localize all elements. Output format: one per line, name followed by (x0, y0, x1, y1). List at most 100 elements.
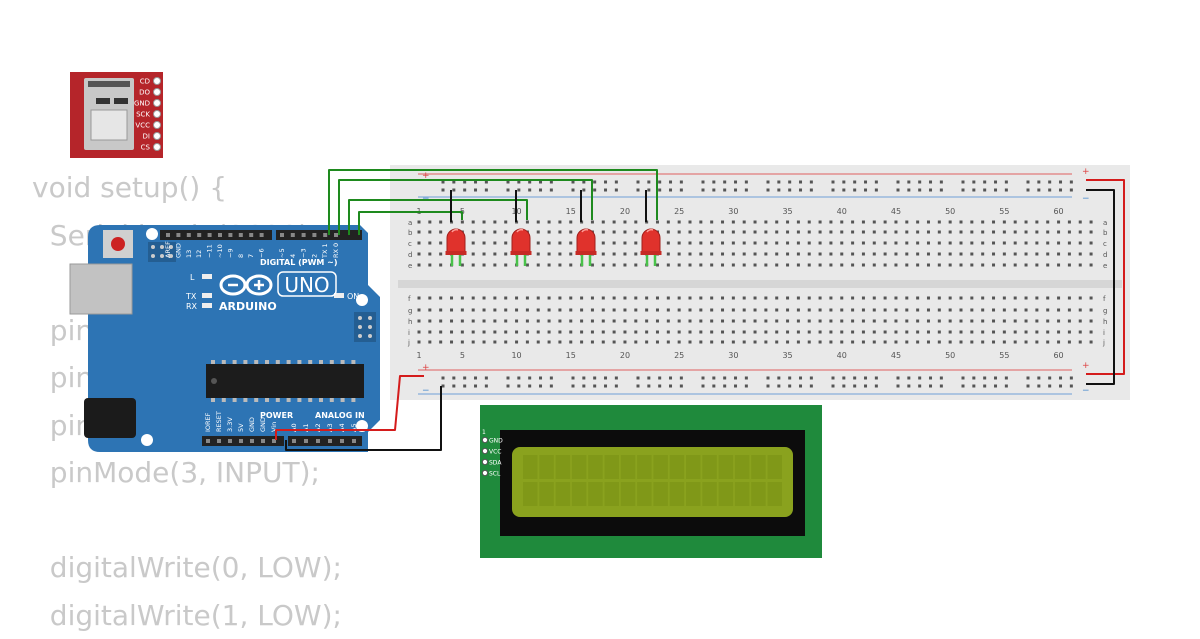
breadboard-hole[interactable] (1014, 231, 1017, 234)
breadboard-hole[interactable] (537, 297, 540, 300)
breadboard-hole[interactable] (1059, 189, 1062, 192)
breadboard-hole[interactable] (428, 264, 431, 267)
breadboard-hole[interactable] (537, 341, 540, 344)
breadboard-hole[interactable] (905, 320, 908, 323)
breadboard-hole[interactable] (873, 297, 876, 300)
breadboard-hole[interactable] (808, 242, 811, 245)
breadboard-hole[interactable] (1046, 309, 1049, 312)
breadboard-hole[interactable] (1035, 242, 1038, 245)
breadboard-hole[interactable] (667, 264, 670, 267)
breadboard-hole[interactable] (623, 320, 626, 323)
sd-pin-cd[interactable] (154, 78, 161, 85)
breadboard-hole[interactable] (678, 320, 681, 323)
breadboard-hole[interactable] (732, 331, 735, 334)
breadboard-hole[interactable] (992, 253, 995, 256)
breadboard-hole[interactable] (504, 264, 507, 267)
breadboard-hole[interactable] (1059, 377, 1062, 380)
breadboard-hole[interactable] (808, 221, 811, 224)
breadboard-hole[interactable] (1079, 331, 1082, 334)
breadboard-hole[interactable] (808, 297, 811, 300)
breadboard-hole[interactable] (960, 309, 963, 312)
breadboard-hole[interactable] (873, 253, 876, 256)
breadboard-hole[interactable] (678, 331, 681, 334)
breadboard-hole[interactable] (938, 320, 941, 323)
breadboard-hole[interactable] (777, 181, 780, 184)
breadboard-hole[interactable] (734, 377, 737, 380)
breadboard-hole[interactable] (832, 181, 835, 184)
breadboard-hole[interactable] (1048, 377, 1051, 380)
breadboard-hole[interactable] (788, 377, 791, 380)
breadboard-hole[interactable] (699, 331, 702, 334)
breadboard-hole[interactable] (463, 377, 466, 380)
breadboard-hole[interactable] (613, 341, 616, 344)
digital-pin[interactable] (334, 233, 338, 237)
breadboard-hole[interactable] (580, 320, 583, 323)
breadboard-hole[interactable] (797, 341, 800, 344)
breadboard-hole[interactable] (1090, 341, 1093, 344)
lcd-pin-vcc[interactable] (482, 448, 487, 453)
breadboard-hole[interactable] (461, 309, 464, 312)
breadboard-hole[interactable] (962, 189, 965, 192)
breadboard-hole[interactable] (569, 309, 572, 312)
breadboard-hole[interactable] (548, 231, 551, 234)
breadboard-hole[interactable] (1035, 331, 1038, 334)
breadboard-hole[interactable] (1059, 385, 1062, 388)
breadboard-hole[interactable] (1005, 377, 1008, 380)
breadboard-hole[interactable] (960, 341, 963, 344)
breadboard-hole[interactable] (907, 181, 910, 184)
breadboard-hole[interactable] (949, 264, 952, 267)
breadboard-hole[interactable] (864, 181, 867, 184)
breadboard-hole[interactable] (604, 377, 607, 380)
breadboard-hole[interactable] (927, 331, 930, 334)
breadboard-hole[interactable] (558, 221, 561, 224)
breadboard-hole[interactable] (689, 341, 692, 344)
breadboard-hole[interactable] (905, 264, 908, 267)
breadboard-hole[interactable] (873, 341, 876, 344)
breadboard-hole[interactable] (472, 253, 475, 256)
breadboard-hole[interactable] (1090, 221, 1093, 224)
breadboard-hole[interactable] (1037, 189, 1040, 192)
breadboard-hole[interactable] (548, 331, 551, 334)
breadboard-hole[interactable] (721, 231, 724, 234)
breadboard-hole[interactable] (602, 264, 605, 267)
breadboard-hole[interactable] (483, 253, 486, 256)
breadboard-hole[interactable] (637, 189, 640, 192)
breadboard-hole[interactable] (439, 309, 442, 312)
breadboard-hole[interactable] (548, 297, 551, 300)
breadboard-hole[interactable] (970, 309, 973, 312)
breadboard-hole[interactable] (634, 231, 637, 234)
breadboard-hole[interactable] (764, 231, 767, 234)
breadboard-hole[interactable] (853, 385, 856, 388)
breadboard-hole[interactable] (777, 377, 780, 380)
breadboard-hole[interactable] (992, 320, 995, 323)
breadboard-hole[interactable] (647, 377, 650, 380)
breadboard-hole[interactable] (428, 231, 431, 234)
breadboard-hole[interactable] (689, 309, 692, 312)
breadboard-hole[interactable] (732, 242, 735, 245)
breadboard-hole[interactable] (678, 264, 681, 267)
breadboard-hole[interactable] (615, 385, 618, 388)
breadboard-hole[interactable] (745, 377, 748, 380)
breadboard-hole[interactable] (940, 181, 943, 184)
breadboard-hole[interactable] (493, 297, 496, 300)
breadboard-hole[interactable] (569, 253, 572, 256)
breadboard-hole[interactable] (678, 253, 681, 256)
breadboard-hole[interactable] (916, 253, 919, 256)
digital-pin[interactable] (197, 233, 201, 237)
breadboard-hole[interactable] (938, 253, 941, 256)
breadboard-hole[interactable] (853, 189, 856, 192)
breadboard-hole[interactable] (537, 320, 540, 323)
breadboard-hole[interactable] (1025, 253, 1028, 256)
breadboard-hole[interactable] (504, 242, 507, 245)
breadboard-hole[interactable] (1079, 297, 1082, 300)
breadboard-hole[interactable] (461, 221, 464, 224)
breadboard-hole[interactable] (678, 242, 681, 245)
breadboard-hole[interactable] (938, 264, 941, 267)
breadboard-hole[interactable] (1079, 320, 1082, 323)
breadboard-hole[interactable] (667, 309, 670, 312)
breadboard-hole[interactable] (970, 297, 973, 300)
breadboard-hole[interactable] (767, 385, 770, 388)
breadboard-hole[interactable] (418, 320, 421, 323)
breadboard-hole[interactable] (1035, 341, 1038, 344)
